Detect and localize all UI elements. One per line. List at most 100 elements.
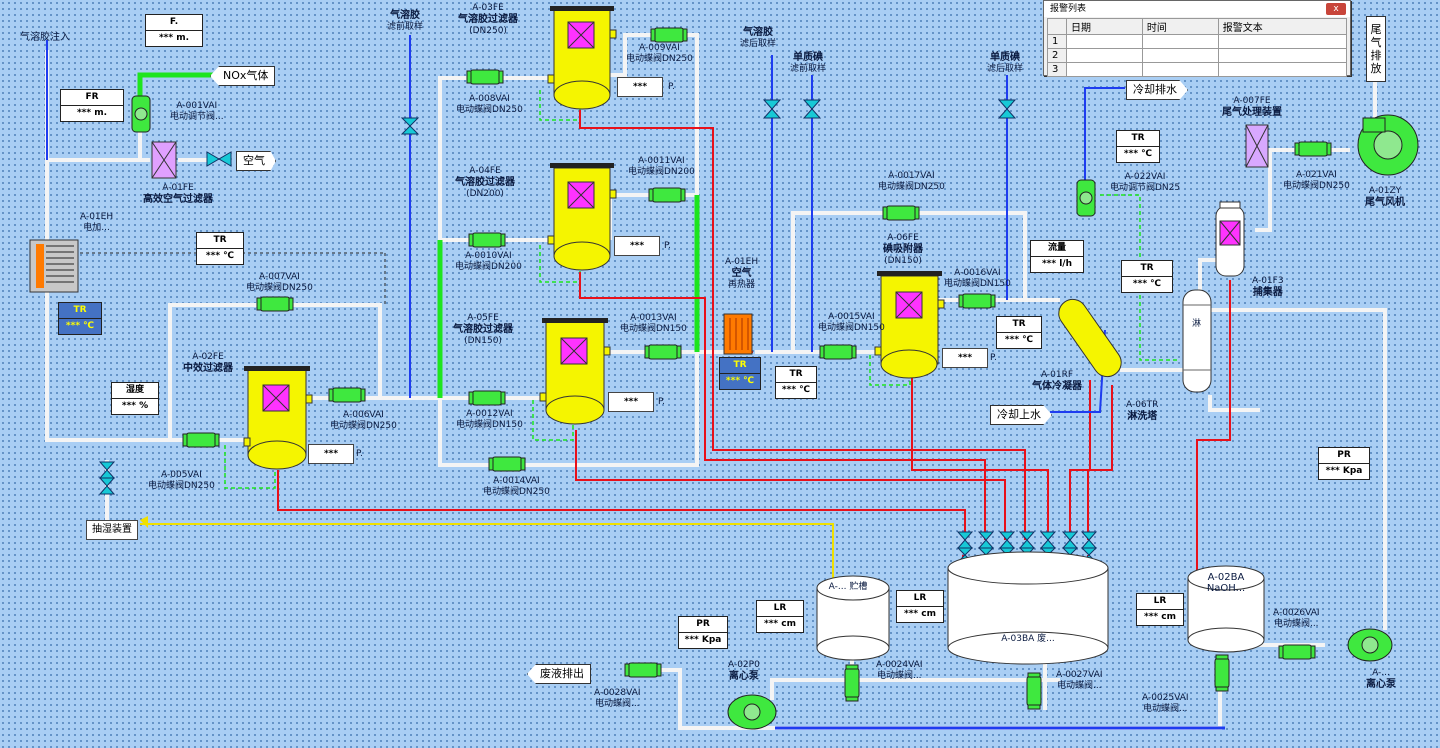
dp-unit-fe05: P. (658, 397, 665, 407)
table-row: 1 (1047, 34, 1348, 49)
cooling-in-flag[interactable]: 冷却上水 (990, 405, 1052, 425)
storage-tank-label: A-... 贮槽 (828, 582, 868, 592)
naoh-tank[interactable] (1187, 565, 1265, 653)
yellow-line (140, 523, 834, 580)
flow-indicator-top[interactable]: F.*** m. (145, 14, 203, 47)
sample-valves[interactable] (98, 99, 1098, 563)
alarm-window-title: 报警列表 x (1044, 1, 1350, 17)
temp-recorder-condenser[interactable]: TR*** ℃ (1116, 130, 1160, 163)
vessel-fe06[interactable] (877, 271, 942, 379)
exhaust-fan[interactable] (1357, 114, 1419, 176)
temp-recorder-reheater[interactable]: TR*** ℃ (719, 357, 761, 390)
reheater[interactable] (723, 313, 753, 355)
dp-display-fe02[interactable]: *** (308, 444, 354, 464)
pre-sample-label: 气溶胶滤前取样 (387, 10, 424, 32)
aerosol-inlet-label: 气溶胶注入 (20, 32, 70, 43)
butterfly-valves[interactable] (131, 27, 1332, 710)
vessel-fe04[interactable] (550, 163, 614, 271)
scrubber-tower[interactable]: 淋 (1182, 289, 1212, 393)
waste-tank-label: A-03BA 废... (1001, 634, 1055, 644)
temp-recorder-iodine[interactable]: TR*** ℃ (996, 316, 1042, 349)
dp-unit-fe02: P. (356, 449, 363, 459)
cooling-out-flag[interactable]: 冷却排水 (1126, 80, 1188, 100)
iodine-post-sample-label: 单质碘滤后取样 (987, 52, 1024, 74)
dp-unit-fe06: P. (990, 353, 997, 363)
condenser[interactable] (1053, 294, 1126, 382)
flow-meter[interactable]: 流量*** l/h (1030, 240, 1084, 273)
air-flag[interactable]: 空气 (236, 151, 276, 171)
close-button[interactable]: x (1326, 3, 1346, 15)
temp-recorder-cooling[interactable]: TR*** ℃ (1121, 260, 1173, 293)
centrifugal-pump-02[interactable] (727, 694, 777, 730)
vessel-fe05[interactable] (542, 318, 608, 425)
alarm-list-window[interactable]: 报警列表 x 日期时间报警文本 1 2 3 (1043, 0, 1351, 77)
temp-recorder-1[interactable]: TR*** ℃ (196, 232, 244, 265)
hepa-filter[interactable] (151, 141, 177, 179)
temp-recorder-heater[interactable]: TR*** ℃ (58, 302, 102, 335)
dp-display-fe04[interactable]: *** (614, 236, 660, 256)
tail-gas-filter[interactable] (1245, 124, 1269, 168)
drain-lines (277, 110, 1231, 570)
electric-heater[interactable] (29, 239, 79, 293)
waste-out-flag[interactable]: 废液排出 (527, 664, 591, 684)
dp-display-fe03[interactable]: *** (617, 77, 663, 97)
level-recorder-3[interactable]: LR*** cm (1136, 593, 1184, 626)
vessel-fe03[interactable] (550, 6, 614, 110)
level-recorder-1[interactable]: LR*** cm (756, 600, 804, 633)
dp-display-fe05[interactable]: *** (608, 392, 654, 412)
green-pipes (137, 72, 700, 398)
level-recorder-2[interactable]: LR*** cm (896, 590, 944, 623)
humidity-indicator[interactable]: 湿度*** % (111, 382, 159, 415)
dp-unit-fe04: P. (664, 241, 671, 251)
catcher[interactable] (1215, 201, 1245, 277)
nox-gas-flag[interactable]: NOx气体 (210, 66, 276, 86)
temp-recorder-reheater-out[interactable]: TR*** ℃ (775, 366, 817, 399)
table-row: 3 (1047, 62, 1348, 77)
dp-display-fe06[interactable]: *** (942, 348, 988, 368)
vessel-fe02[interactable] (244, 366, 310, 470)
alarm-table: 日期时间报警文本 1 2 3 (1047, 18, 1348, 77)
centrifugal-pump-right[interactable] (1347, 628, 1393, 662)
svg-text:淋: 淋 (1192, 317, 1201, 329)
table-row: 2 (1047, 48, 1348, 63)
vent-flag[interactable]: 尾气排放 (1366, 16, 1386, 82)
flow-recorder[interactable]: FR*** m. (60, 89, 124, 122)
dehumidifier-box[interactable]: 抽湿装置 (86, 520, 138, 540)
pressure-recorder-pump[interactable]: PR*** Kpa (678, 616, 728, 649)
post-sample-label: 气溶胶滤后取样 (740, 27, 777, 49)
dp-unit-fe03: P. (668, 82, 675, 92)
storage-tank[interactable] (816, 575, 890, 661)
pressure-recorder-right[interactable]: PR*** Kpa (1318, 447, 1370, 480)
iodine-pre-sample-label: 单质碘滤前取样 (790, 52, 827, 74)
waste-tank[interactable] (947, 551, 1109, 665)
